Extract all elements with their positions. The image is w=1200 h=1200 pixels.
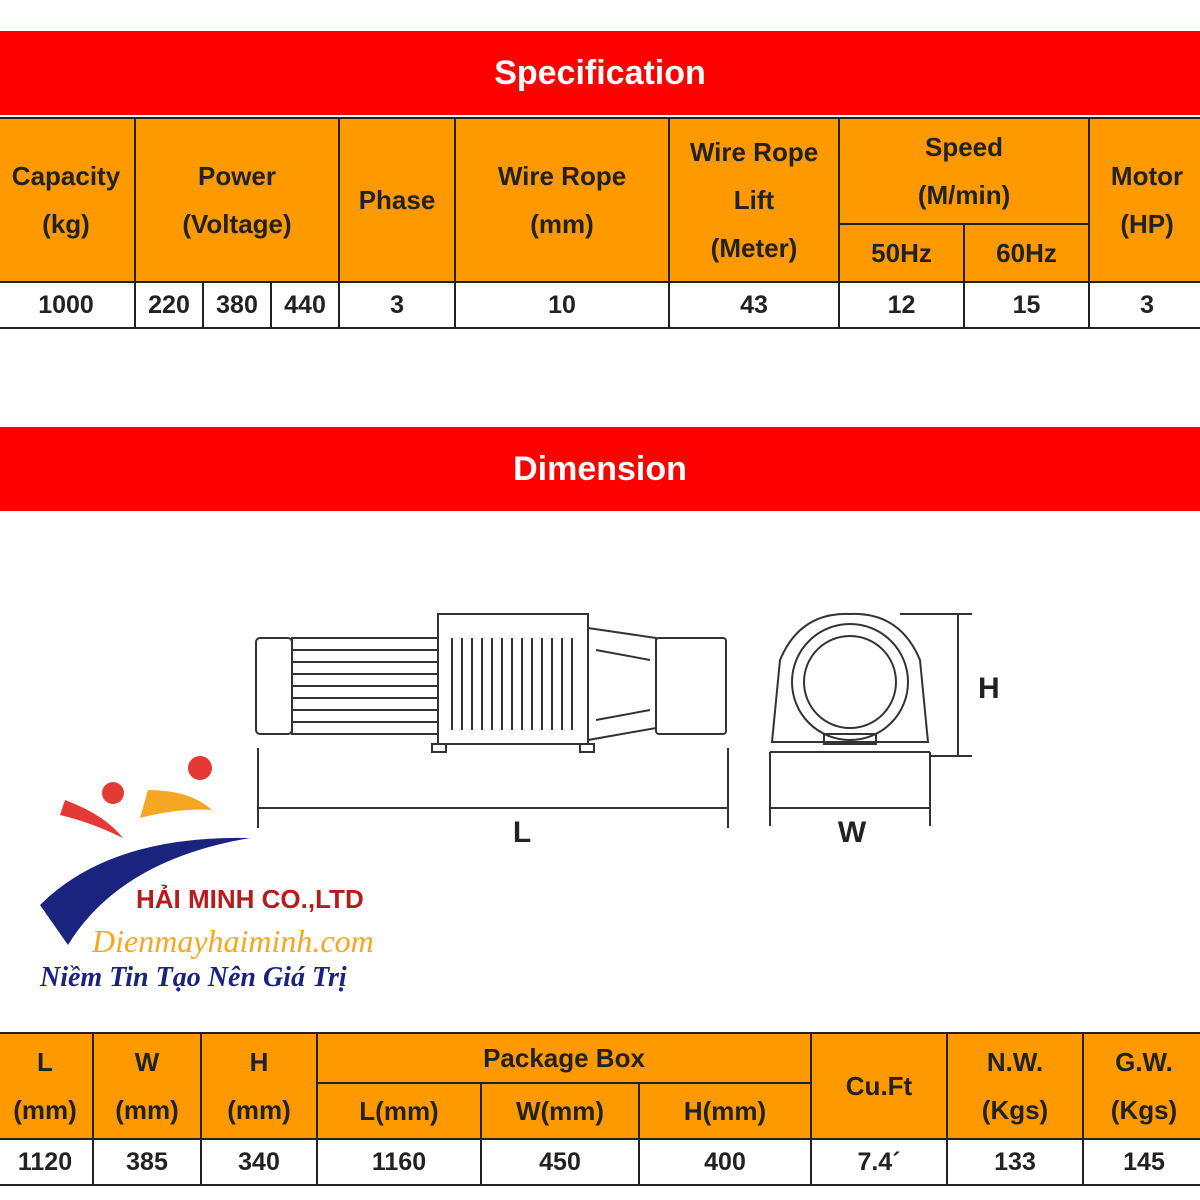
- header-power: Power (Voltage): [133, 117, 341, 283]
- value-motor: 3: [1088, 281, 1200, 329]
- value-wire-rope: 10: [454, 281, 671, 329]
- header-wire-rope: Wire Rope (mm): [454, 117, 671, 283]
- value-cuft: 7.4´: [810, 1138, 948, 1186]
- logo-figure-body-left: [60, 800, 123, 838]
- height-label: H: [978, 672, 1000, 705]
- header-speed-60hz: 60Hz: [963, 223, 1091, 283]
- length-label: L: [513, 816, 531, 849]
- height-dimension-line: [900, 613, 972, 757]
- winch-end-view: [770, 612, 930, 753]
- header-package-l: L(mm): [316, 1082, 482, 1140]
- value-package-l: 1160: [316, 1138, 482, 1186]
- specification-title: Specification: [494, 53, 706, 92]
- header-cuft: Cu.Ft: [810, 1032, 948, 1140]
- specification-table: Capacity (kg) Power (Voltage) Phase Wire…: [0, 117, 1200, 329]
- header-package-box: Package Box: [316, 1032, 812, 1084]
- header-phase: Phase: [338, 117, 457, 283]
- width-dimension-line: [769, 752, 931, 826]
- logo-slogan: Niềm Tin Tạo Nên Giá Trị: [39, 962, 347, 993]
- company-logo: HẢI MINH CO.,LTD Dienmayhaiminh.com Niềm…: [39, 756, 374, 993]
- header-package-w: W(mm): [480, 1082, 640, 1140]
- header-net-weight: N.W. (Kgs): [946, 1032, 1084, 1140]
- value-phase: 3: [338, 281, 457, 329]
- value-package-h: 400: [638, 1138, 812, 1186]
- winch-dimension-diagram: L W H: [255, 612, 1000, 849]
- header-speed-50hz: 50Hz: [838, 223, 966, 283]
- logo-website: Dienmayhaiminh.com: [91, 923, 374, 959]
- header-w: W (mm): [92, 1032, 202, 1140]
- dimension-title: Dimension: [513, 449, 687, 488]
- logo-company-name: HẢI MINH CO.,LTD: [136, 884, 364, 914]
- header-wire-rope-lift: Wire Rope Lift (Meter): [668, 117, 841, 283]
- logo-figure-head-right: [188, 756, 212, 780]
- dimension-table: L (mm) W (mm) H (mm) Package Box Cu.Ft N…: [0, 1032, 1200, 1186]
- header-package-h: H(mm): [638, 1082, 812, 1140]
- value-power-440: 440: [269, 281, 341, 329]
- winch-side-view: [255, 613, 727, 753]
- value-lift: 43: [668, 281, 841, 329]
- value-speed-60hz: 15: [963, 281, 1091, 329]
- specification-banner: Specification: [0, 31, 1200, 115]
- value-net-weight: 133: [946, 1138, 1084, 1186]
- value-power-220: 220: [134, 281, 204, 329]
- header-speed: Speed (M/min): [838, 117, 1091, 225]
- logo-figure-body-right: [140, 790, 212, 818]
- logo-swoosh: [40, 837, 250, 945]
- value-l: 1120: [0, 1138, 94, 1186]
- value-package-w: 450: [480, 1138, 640, 1186]
- value-power-380: 380: [202, 281, 272, 329]
- header-l: L (mm): [0, 1032, 94, 1140]
- header-motor: Motor (HP): [1088, 117, 1200, 283]
- width-label: W: [838, 816, 867, 849]
- value-speed-50hz: 12: [838, 281, 966, 329]
- value-h: 340: [200, 1138, 318, 1186]
- value-w: 385: [92, 1138, 202, 1186]
- header-capacity: Capacity (kg): [0, 117, 136, 283]
- header-gross-weight: G.W. (Kgs): [1082, 1032, 1200, 1140]
- header-h: H (mm): [200, 1032, 318, 1140]
- value-gross-weight: 145: [1082, 1138, 1200, 1186]
- logo-figure-head-left: [102, 782, 124, 804]
- dimension-banner: Dimension: [0, 427, 1200, 511]
- value-capacity: 1000: [0, 281, 136, 329]
- length-dimension-line: [257, 748, 729, 828]
